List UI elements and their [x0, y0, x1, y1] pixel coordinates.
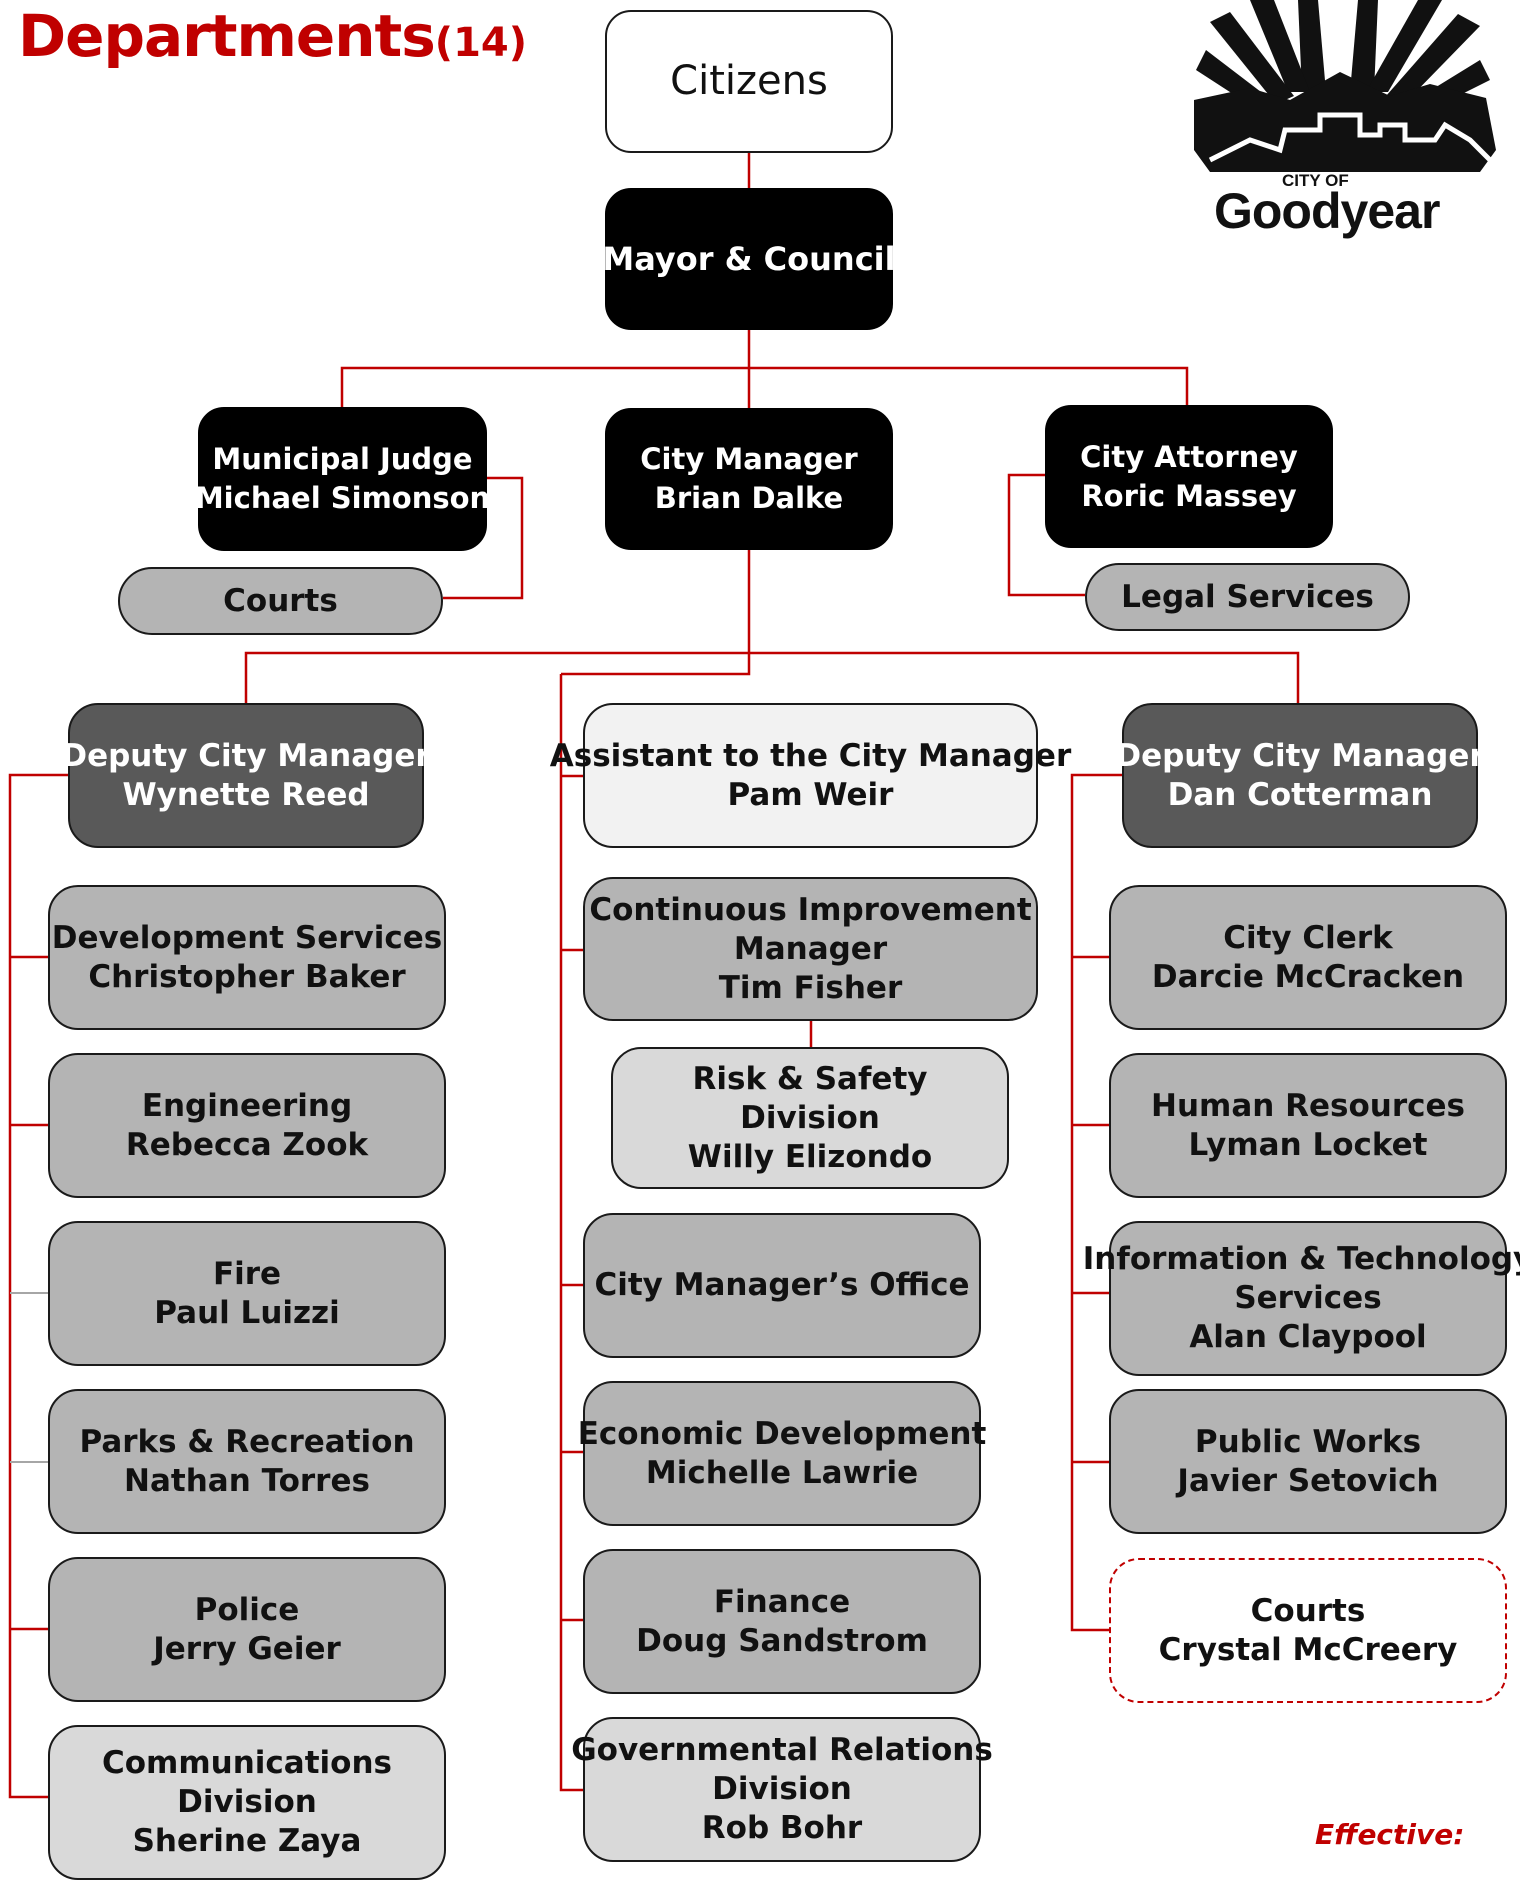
city-clerk-title: City Clerk	[1223, 919, 1393, 956]
deputy-reed-title: Deputy City Manager	[61, 737, 431, 774]
information-technology-services: Services	[1234, 1280, 1382, 1316]
human-resources-box: Human Resources Lyman Locket	[1109, 1053, 1507, 1198]
city-managers-office-title: City Manager’s Office	[594, 1267, 970, 1303]
city-attorney-title: City Attorney	[1080, 439, 1298, 474]
page-title: Departments(14)	[18, 2, 527, 70]
engineering-title: Engineering	[141, 1087, 353, 1124]
economic-development-title: Economic Development	[577, 1415, 987, 1452]
logo-name-text: Goodyear	[1214, 183, 1440, 239]
parks-recreation-name: Nathan Torres	[124, 1462, 370, 1499]
economic-development-name: Michelle Lawrie	[645, 1454, 919, 1491]
deputy-cotterman-name: Dan Cotterman	[1167, 776, 1433, 813]
development-services-title: Development Services	[51, 919, 443, 956]
governmental-relations-title: Governmental Relations	[571, 1732, 993, 1768]
risk-safety-name: Willy Elizondo	[687, 1138, 933, 1175]
development-services-box: Development Services Christopher Baker	[48, 885, 446, 1030]
information-technology-name: Alan Claypool	[1189, 1319, 1427, 1355]
police-title: Police	[194, 1591, 300, 1628]
city-manager-box: City Manager Brian Dalke	[605, 408, 893, 550]
logo-small-text: CITY OF	[1282, 171, 1349, 190]
communications-title: Communications	[102, 1745, 392, 1781]
parks-recreation-title: Parks & Recreation	[79, 1423, 415, 1460]
effective-label: Effective:	[1315, 1818, 1465, 1851]
communications-division: Division	[177, 1784, 317, 1820]
risk-safety-division-box: Risk & Safety Division Willy Elizondo	[611, 1047, 1009, 1189]
risk-safety-title: Risk & Safety	[692, 1060, 928, 1097]
public-works-name: Javier Setovich	[1177, 1462, 1439, 1499]
city-attorney-box: City Attorney Roric Massey	[1045, 405, 1333, 548]
courts-crystal-box: Courts Crystal McCreery	[1109, 1558, 1507, 1703]
information-technology-title: Information & Technology	[1082, 1241, 1520, 1277]
police-name: Jerry Geier	[153, 1630, 341, 1667]
mayor-council-label: Mayor & Council	[602, 239, 896, 278]
governmental-relations-name: Rob Bohr	[701, 1810, 863, 1846]
fire-name: Paul Luizzi	[154, 1294, 340, 1331]
deputy-city-manager-reed-box: Deputy City Manager Wynette Reed	[61, 703, 431, 848]
city-managers-office-box: City Manager’s Office	[583, 1213, 981, 1358]
public-works-box: Public Works Javier Setovich	[1109, 1389, 1507, 1534]
communications-name: Sherine Zaya	[132, 1823, 362, 1859]
continuous-improvement-name: Tim Fisher	[718, 969, 903, 1006]
mayor-council-box: Mayor & Council	[602, 188, 896, 330]
engineering-box: Engineering Rebecca Zook	[48, 1053, 446, 1198]
legal-services-label: Legal Services	[1121, 578, 1374, 615]
risk-safety-division: Division	[740, 1099, 880, 1136]
deputy-city-manager-cotterman-box: Deputy City Manager Dan Cotterman	[1115, 703, 1485, 848]
finance-name: Doug Sandstrom	[636, 1622, 928, 1659]
judge-title: Municipal Judge	[212, 442, 473, 476]
city-clerk-box: City Clerk Darcie McCracken	[1109, 885, 1507, 1030]
assistant-to-city-manager-box: Assistant to the City Manager Pam Weir	[550, 703, 1071, 848]
department-count: (14)	[434, 20, 528, 66]
development-services-name: Christopher Baker	[88, 958, 406, 995]
engineering-name: Rebecca Zook	[125, 1126, 369, 1163]
finance-title: Finance	[713, 1583, 851, 1620]
citizens-label: Citizens	[670, 58, 828, 104]
police-box: Police Jerry Geier	[48, 1557, 446, 1702]
municipal-judge-box: Municipal Judge Michael Simonson	[194, 407, 491, 551]
continuous-improvement-box: Continuous Improvement Manager Tim Fishe…	[583, 877, 1038, 1021]
economic-development-box: Economic Development Michelle Lawrie	[578, 1381, 986, 1526]
fire-title: Fire	[212, 1255, 282, 1292]
human-resources-name: Lyman Locket	[1188, 1126, 1428, 1163]
legal-services-box: Legal Services	[1085, 563, 1410, 631]
governmental-relations-box: Governmental Relations Division Rob Bohr	[571, 1717, 993, 1862]
citizens-box: Citizens	[605, 10, 893, 153]
information-technology-box: Information & Technology Services Alan C…	[1083, 1221, 1520, 1376]
courts-crystal-name: Crystal McCreery	[1158, 1631, 1458, 1668]
governmental-relations-division: Division	[712, 1771, 852, 1807]
communications-division-box: Communications Division Sherine Zaya	[48, 1725, 446, 1880]
deputy-cotterman-title: Deputy City Manager	[1115, 737, 1485, 774]
city-of-goodyear-logo-icon: CITY OF Goodyear	[1190, 0, 1500, 240]
courts-crystal-title: Courts	[1250, 1592, 1366, 1629]
deputy-reed-name: Wynette Reed	[122, 776, 370, 813]
title-text: Departments	[18, 2, 436, 70]
human-resources-title: Human Resources	[1151, 1087, 1465, 1124]
city-clerk-name: Darcie McCracken	[1151, 958, 1465, 995]
assistant-title: Assistant to the City Manager	[549, 737, 1072, 774]
continuous-improvement-role: Manager	[733, 930, 888, 967]
parks-recreation-box: Parks & Recreation Nathan Torres	[48, 1389, 446, 1534]
fire-box: Fire Paul Luizzi	[48, 1221, 446, 1366]
city-manager-title: City Manager	[640, 442, 858, 476]
finance-box: Finance Doug Sandstrom	[583, 1549, 981, 1694]
city-manager-name: Brian Dalke	[654, 481, 844, 515]
judge-name: Michael Simonson	[194, 481, 491, 515]
city-attorney-name: Roric Massey	[1081, 478, 1297, 513]
continuous-improvement-title: Continuous Improvement	[589, 891, 1032, 928]
assistant-name: Pam Weir	[727, 776, 894, 813]
courts-box: Courts	[118, 567, 443, 635]
courts-label: Courts	[223, 582, 338, 619]
public-works-title: Public Works	[1194, 1423, 1422, 1460]
